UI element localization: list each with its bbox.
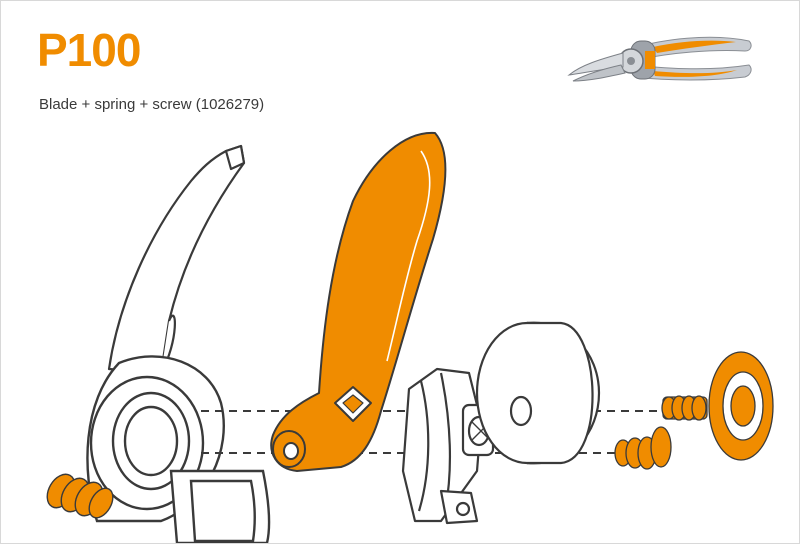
anvil-handle <box>107 144 246 375</box>
screw <box>661 351 774 461</box>
part-caption: Blade + spring + screw (1026279) <box>39 96 265 113</box>
pivot-mechanism <box>401 321 601 525</box>
spring-screw <box>614 426 672 470</box>
pruning-shears-icon <box>567 36 752 82</box>
left-ring-housing <box>86 355 271 543</box>
model-title: P100 <box>37 24 141 76</box>
spring-coil-left <box>46 473 114 519</box>
replacement-blade <box>270 131 447 472</box>
